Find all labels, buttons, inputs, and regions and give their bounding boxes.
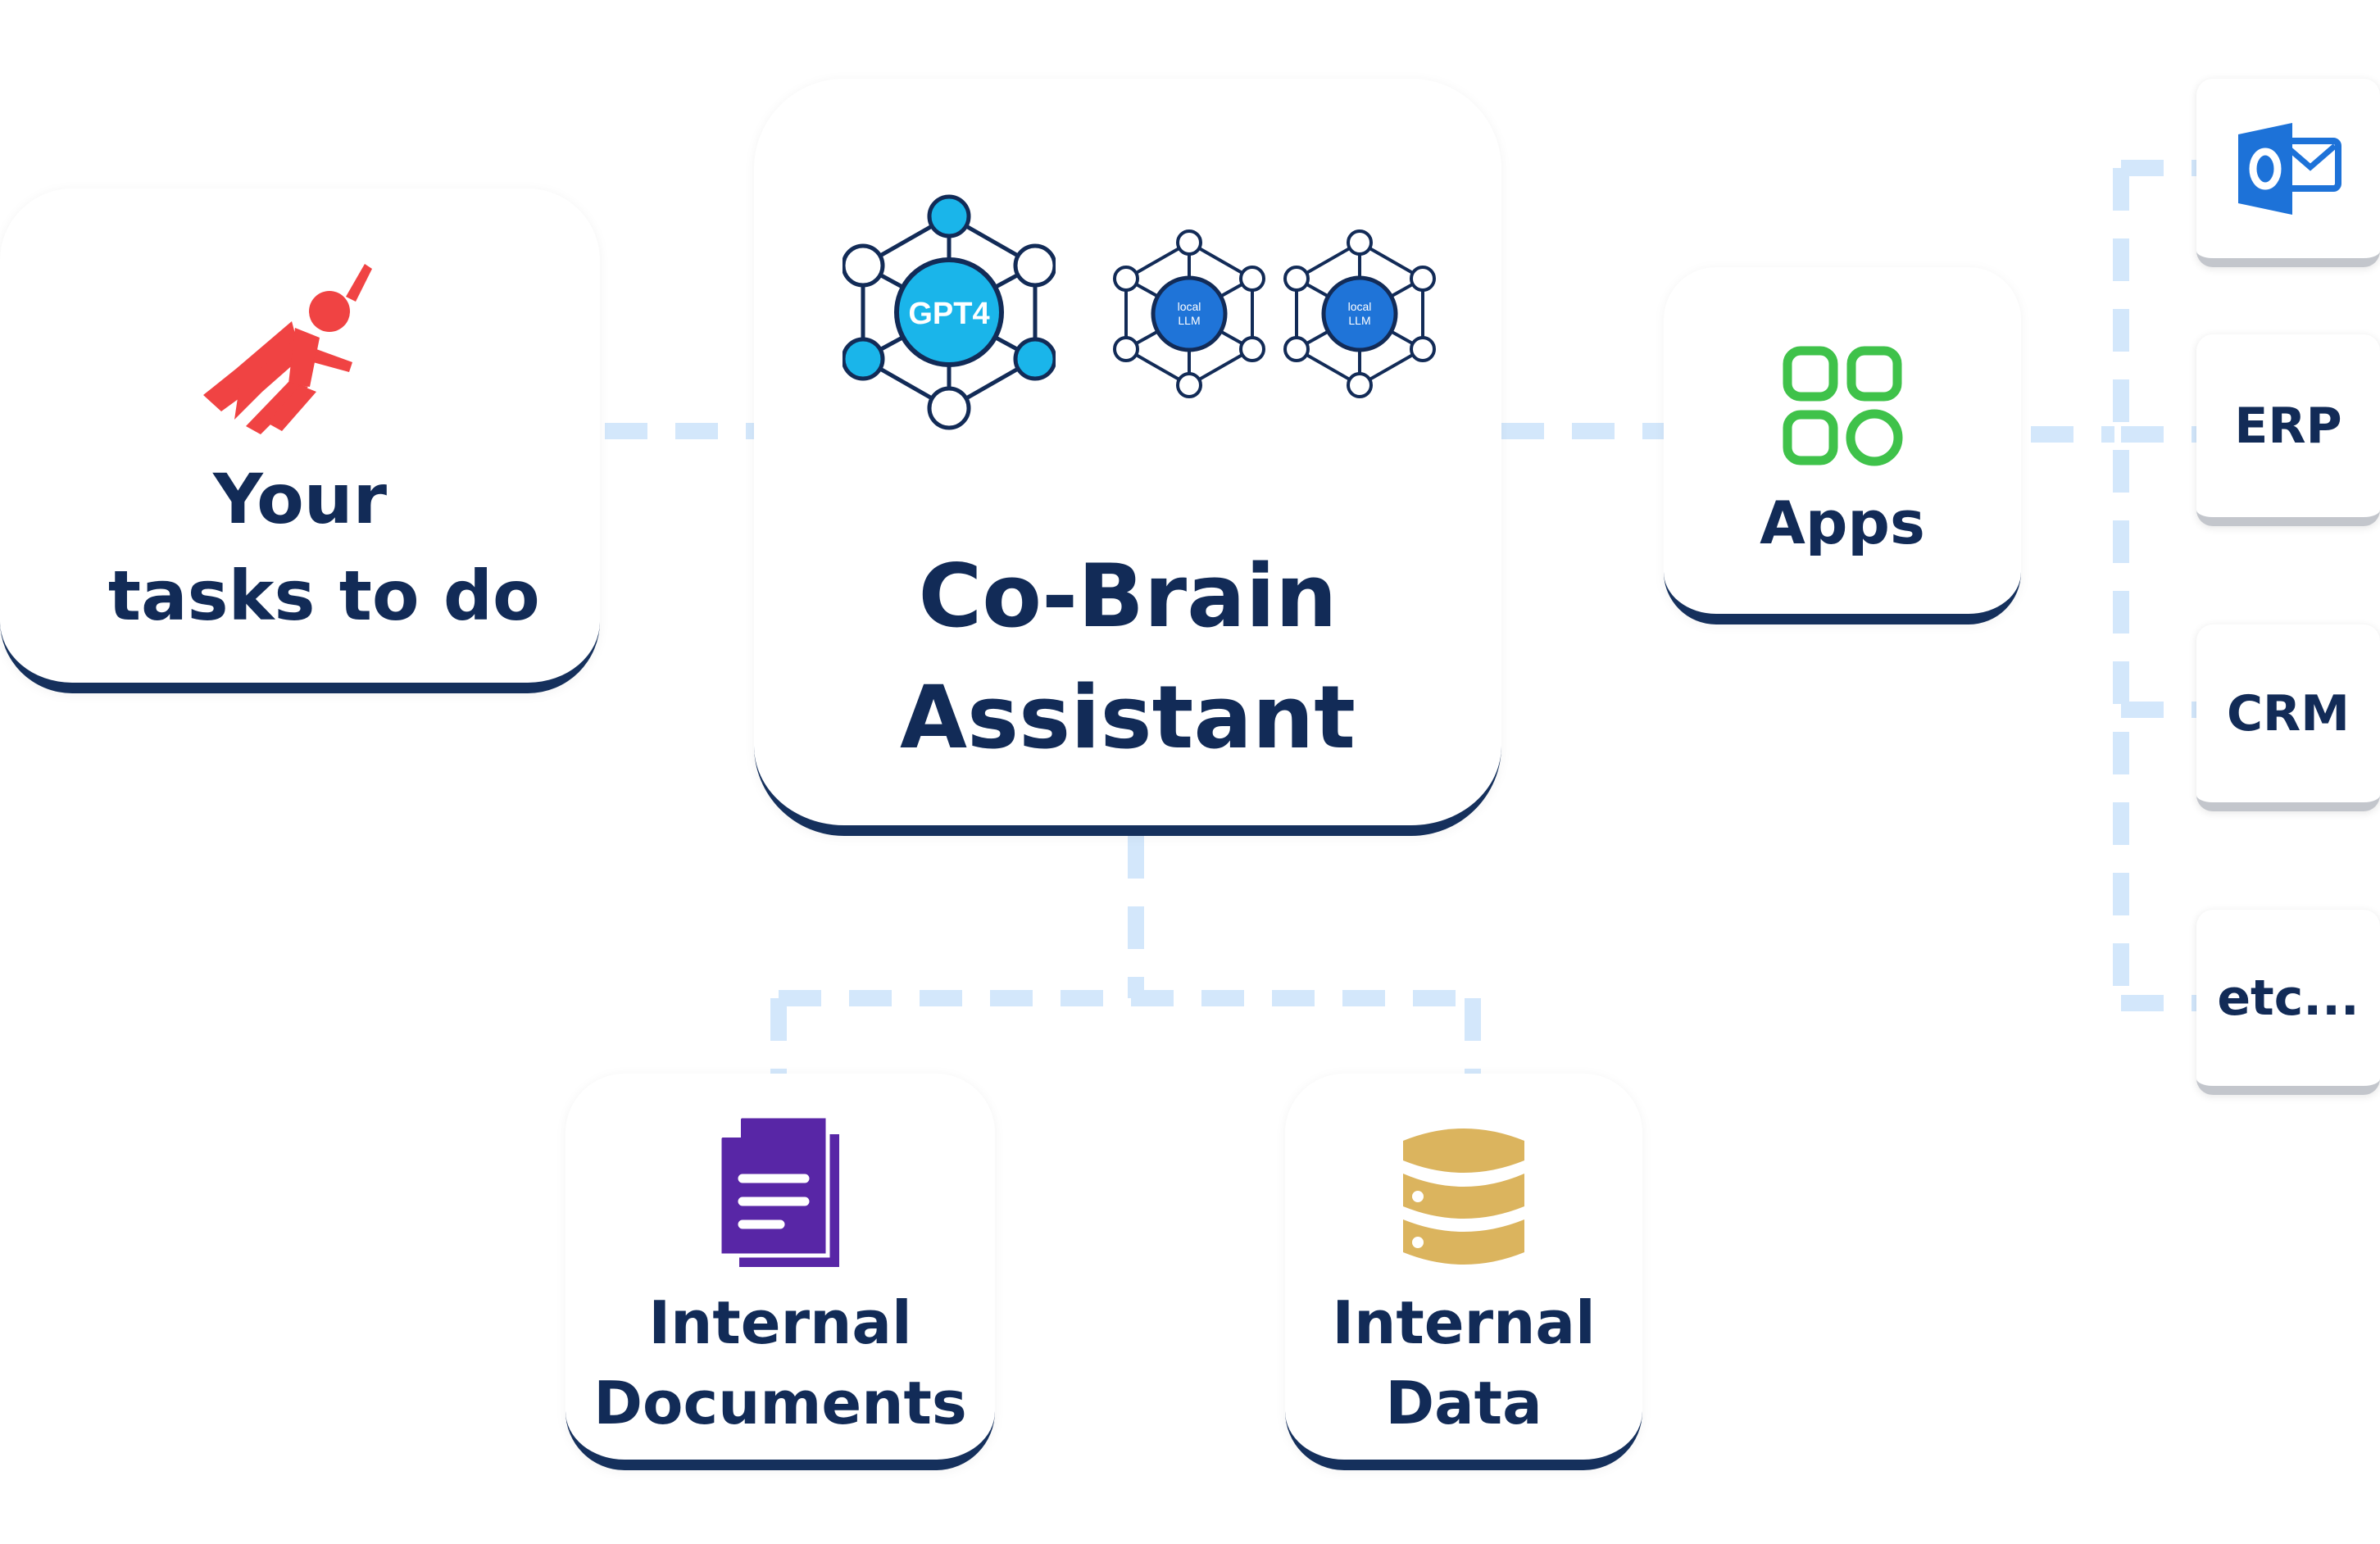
assistant-card: GPT4 local LLM local [754,79,1501,836]
erp-label: ERP [2234,397,2342,455]
gpt4-hub-icon: GPT4 [843,194,1056,430]
documents-label-line2: Documents [593,1369,967,1437]
tasks-card: Your tasks to do [0,188,600,693]
tasks-label-line2: tasks to do [107,556,540,636]
apps-card: Apps [1664,267,2021,624]
data-label-line1: Internal [1332,1288,1596,1357]
llm-label-line1: local [1178,300,1201,313]
documents-label-line1: Internal [648,1288,912,1357]
assistant-label-line2: Assistant [900,667,1356,768]
llm-label-line1: local [1348,300,1372,313]
local-llm-hub-icon: local LLM [1113,229,1265,398]
database-icon [1403,1128,1524,1265]
etc-label: etc... [2217,969,2360,1027]
assistant-label-line1: Co-Brain [918,546,1338,647]
llm-label-line2: LLM [1178,314,1200,327]
crm-label: CRM [2227,684,2350,742]
crm-tile[interactable]: CRM [2196,624,2380,811]
outlook-tile[interactable] [2196,79,2380,267]
superhero-icon [203,264,372,434]
documents-icon [718,1116,839,1267]
etc-tile[interactable]: etc... [2196,910,2380,1095]
apps-grid-icon [1783,346,1903,466]
outlook-icon [2238,122,2341,215]
data-card: Internal Data [1285,1074,1642,1470]
erp-tile[interactable]: ERP [2196,334,2380,526]
tasks-label-line1: Your [212,459,388,539]
apps-label: Apps [1760,488,1925,557]
data-label-line2: Data [1385,1369,1542,1437]
llm-label-line2: LLM [1348,314,1370,327]
gpt4-label: GPT4 [908,297,989,331]
documents-card: Internal Documents [565,1074,995,1470]
local-llm-hub-icon: local LLM [1283,229,1436,398]
